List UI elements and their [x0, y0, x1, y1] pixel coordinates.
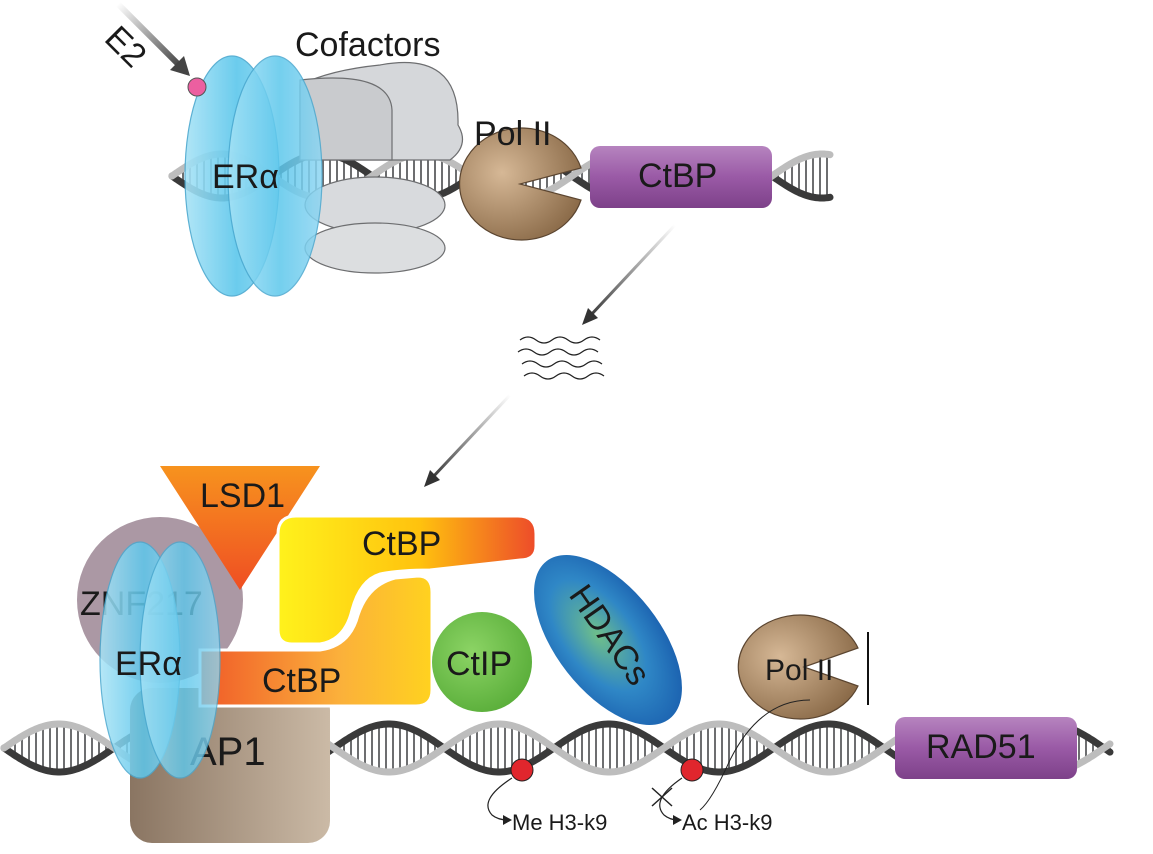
acetylation-mark-dot: [680, 758, 704, 782]
mark-me-label: Me H3-k9: [512, 810, 607, 835]
mark-ac-label: Ac H3-k9: [682, 810, 772, 835]
ctip-label: CtIP: [446, 645, 512, 683]
cofactors-complex: Cofactors: [295, 26, 464, 274]
lsd1-factor: LSD1: [160, 466, 320, 590]
rad51-gene-label: RAD51: [926, 728, 1036, 766]
lsd1-label: LSD1: [200, 477, 285, 515]
ctbp-upper-label: CtBP: [362, 525, 441, 563]
er-alpha-top-label: ERα: [212, 158, 279, 196]
ctbp-upper-subunit: CtBP: [276, 514, 538, 646]
e2-arrow: E2: [97, 1, 207, 97]
histone-mark-ac: Ac H3-k9: [651, 699, 811, 835]
transcription-arrow: [582, 223, 677, 325]
pol-ii-bottom-label: Pol II: [765, 654, 833, 687]
mrna-transcripts-icon: [517, 336, 605, 380]
pol-ii-top: Pol II: [458, 115, 582, 241]
ctbp-gene-top-label: CtBP: [638, 157, 717, 195]
cofactors-label: Cofactors: [295, 26, 441, 64]
ctbp-lower-label: CtBP: [262, 662, 341, 700]
er-alpha-top: ERα: [184, 55, 323, 297]
er-alpha-bottom-label: ERα: [115, 645, 182, 683]
histone-mark-me: Me H3-k9: [487, 758, 607, 835]
ctbp-gene-top: CtBP: [590, 146, 772, 208]
top-panel: Cofactors ERα E2 Pol II CtBP: [97, 1, 834, 297]
translation-arrow: [424, 393, 512, 487]
e2-ligand-dot: [187, 77, 207, 97]
ctbp-lower-subunit: CtBP: [198, 574, 434, 708]
methylation-mark-dot: [510, 758, 534, 782]
er-alpha-bottom: ERα: [99, 541, 221, 779]
pol-ii-top-label: Pol II: [474, 115, 551, 153]
ctip-factor: CtIP: [432, 612, 532, 712]
bottom-panel: AP1 ZNF217 LSD1 CtBP CtBP ERα: [0, 466, 1114, 843]
hdacs-factor: HDACs: [534, 554, 682, 726]
rad51-gene: RAD51: [895, 717, 1077, 779]
pol-ii-bottom: Pol II: [737, 614, 869, 720]
